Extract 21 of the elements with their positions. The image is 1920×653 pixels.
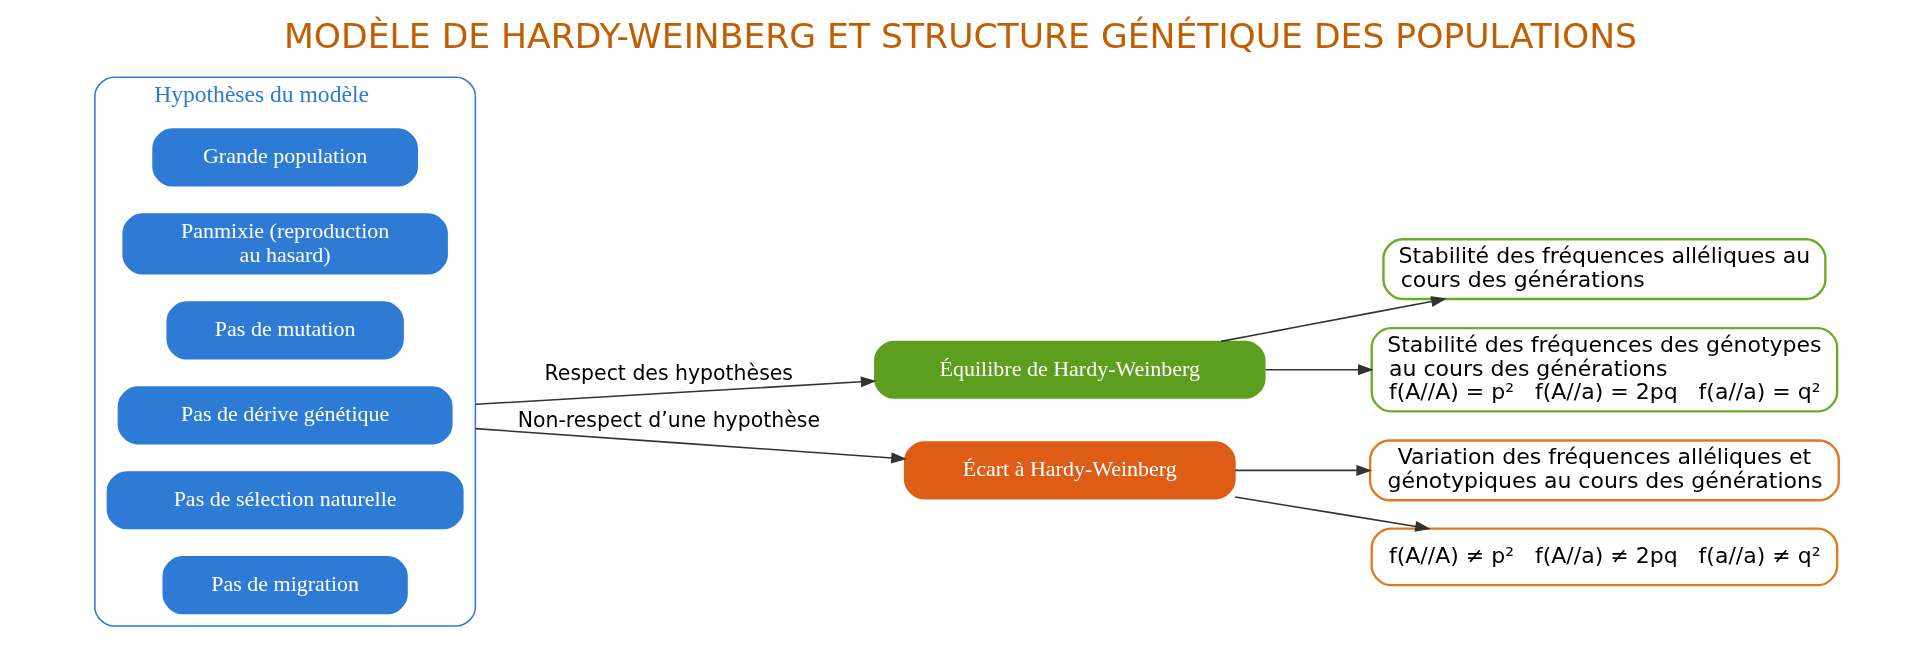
node-box: Pas de dérive génétique [117,386,453,445]
arrow [1264,364,1374,376]
node-box: Stabilité des fréquences alléliques au cours des générations [1381,238,1826,301]
node-box: Grande population [151,128,418,187]
arrow [1233,496,1431,532]
node-box: Stabilité des fréquences des génotypes au cours des générations f(A//A) = p² f(A//a) = 2pq f(a//a) = q² [1370,326,1838,413]
node-box: Variation des fréquences alléliques et génotypiques au cours des générations [1368,439,1840,502]
arrow [474,427,907,464]
arrow [474,376,877,406]
node-box: Écart à Hardy-Weinberg [903,441,1236,500]
diagram-title: MODÈLE DE HARDY-WEINBERG ET STRUCTURE GÉNÉTIQUE DES POPULATIONS [283,16,1637,57]
arrow [1233,464,1372,476]
node-box: Pas de mutation [165,301,404,360]
arrow [1219,296,1447,343]
node-box: Pas de sélection naturelle [106,471,464,530]
node-box: Équilibre de Hardy-Weinberg [873,340,1266,399]
node-box: Panmixie (reproduction au hasard) [121,213,448,275]
node-box: f(A//A) ≠ p² f(A//a) ≠ 2pq f(a//a) ≠ q² [1370,527,1838,587]
edge-label: Respect des hypothèses [544,360,793,385]
edge-label: Non-respect d’une hypothèse [517,407,820,432]
node-box: Pas de migration [162,556,408,615]
